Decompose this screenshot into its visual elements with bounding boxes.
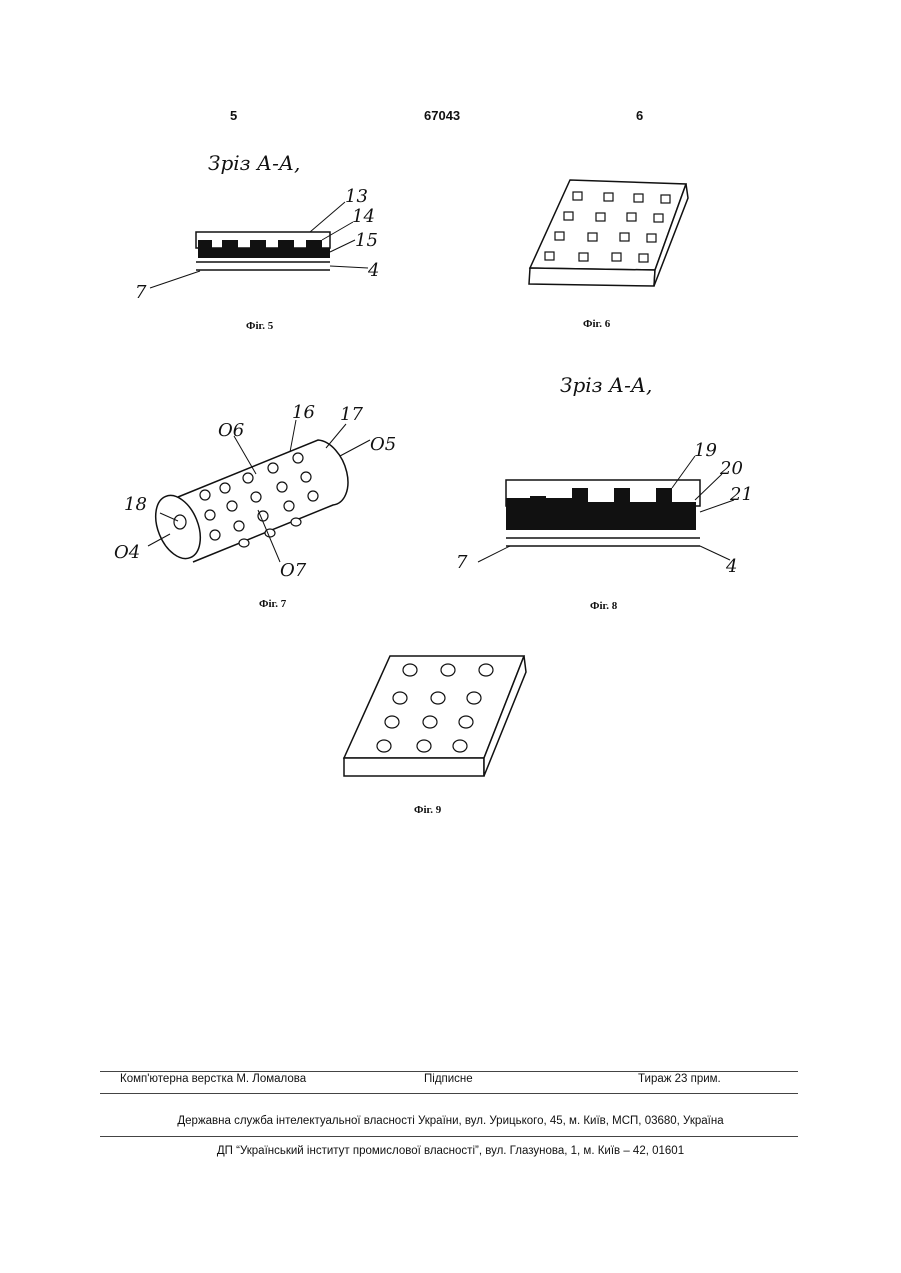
footer-rule-middle [100, 1093, 798, 1094]
footer-subscription: Підписне [424, 1073, 473, 1085]
footer-rule-top [100, 1071, 798, 1072]
footer-layout-credit: Комп'ютерна верстка М. Ломалова [120, 1073, 306, 1085]
fig9-caption: Фіг. 9 [414, 804, 441, 816]
footer-circulation: Тираж 23 прим. [638, 1073, 721, 1085]
footer-agency: Державна служба інтелектуальної власност… [0, 1115, 901, 1127]
footer-institute: ДП “Український інститут промислової вла… [0, 1145, 901, 1157]
footer-rule-bottom [100, 1136, 798, 1137]
